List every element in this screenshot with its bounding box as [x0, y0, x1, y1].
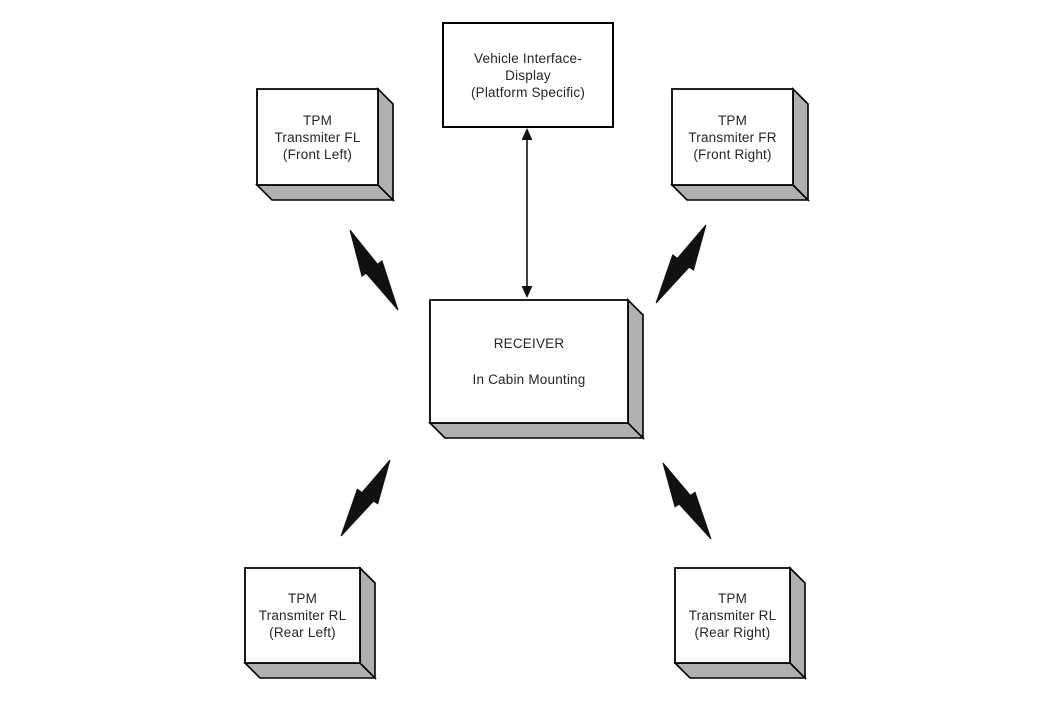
label-line: Transmiter FL	[274, 129, 361, 145]
node-label: TPM Transmiter RL (Rear Right)	[675, 568, 790, 663]
box-3d-shape	[243, 566, 377, 680]
box-3d-shape	[255, 87, 395, 202]
node-vehicle-interface-display: Vehicle Interface- Display (Platform Spe…	[442, 22, 614, 128]
label-line: TPM	[717, 112, 748, 128]
label-line: RECEIVER	[493, 336, 565, 351]
node-tpm-transmitter-fl: TPM Transmiter FL (Front Left)	[255, 87, 395, 202]
box-3d-shape	[428, 298, 645, 440]
node-tpm-transmitter-rr: TPM Transmiter RL (Rear Right)	[673, 566, 807, 680]
node-label: TPM Transmiter RL (Rear Left)	[245, 568, 360, 663]
label-line: Transmiter FR	[688, 129, 777, 145]
label-line: (Rear Right)	[694, 625, 771, 640]
label-line: TPM	[717, 591, 748, 606]
lightning-bolt-icon	[349, 229, 399, 311]
label-line: (Rear Left)	[269, 625, 336, 640]
lightning-bolt-icon	[662, 462, 712, 540]
lightning-bolt-icon	[655, 224, 707, 304]
node-label: TPM Transmiter FR (Front Right)	[672, 89, 793, 185]
label-line: Display	[505, 67, 551, 83]
node-label: Vehicle Interface- Display (Platform Spe…	[444, 24, 612, 126]
bidirectional-arrow-icon	[521, 128, 533, 298]
label-line: (Front Right)	[693, 146, 772, 162]
node-label: TPM Transmiter FL (Front Left)	[257, 89, 378, 185]
node-tpm-transmitter-rl: TPM Transmiter RL (Rear Left)	[243, 566, 377, 680]
label-line: In Cabin Mounting	[472, 372, 586, 387]
label-line: TPM	[302, 112, 333, 128]
label-line: TPM	[287, 591, 318, 606]
label-line: (Front Left)	[282, 146, 353, 162]
box-3d-shape	[670, 87, 810, 202]
label-line: Transmiter RL	[258, 608, 347, 623]
label-line: Transmiter RL	[688, 608, 777, 623]
box-3d-shape	[673, 566, 807, 680]
node-label: RECEIVER In Cabin Mounting	[430, 300, 628, 423]
node-tpm-transmitter-fr: TPM Transmiter FR (Front Right)	[670, 87, 810, 202]
label-line: Vehicle Interface-	[474, 50, 582, 66]
label-line: (Platform Specific)	[470, 84, 586, 100]
lightning-bolt-icon	[340, 459, 391, 537]
node-receiver: RECEIVER In Cabin Mounting	[428, 298, 645, 440]
